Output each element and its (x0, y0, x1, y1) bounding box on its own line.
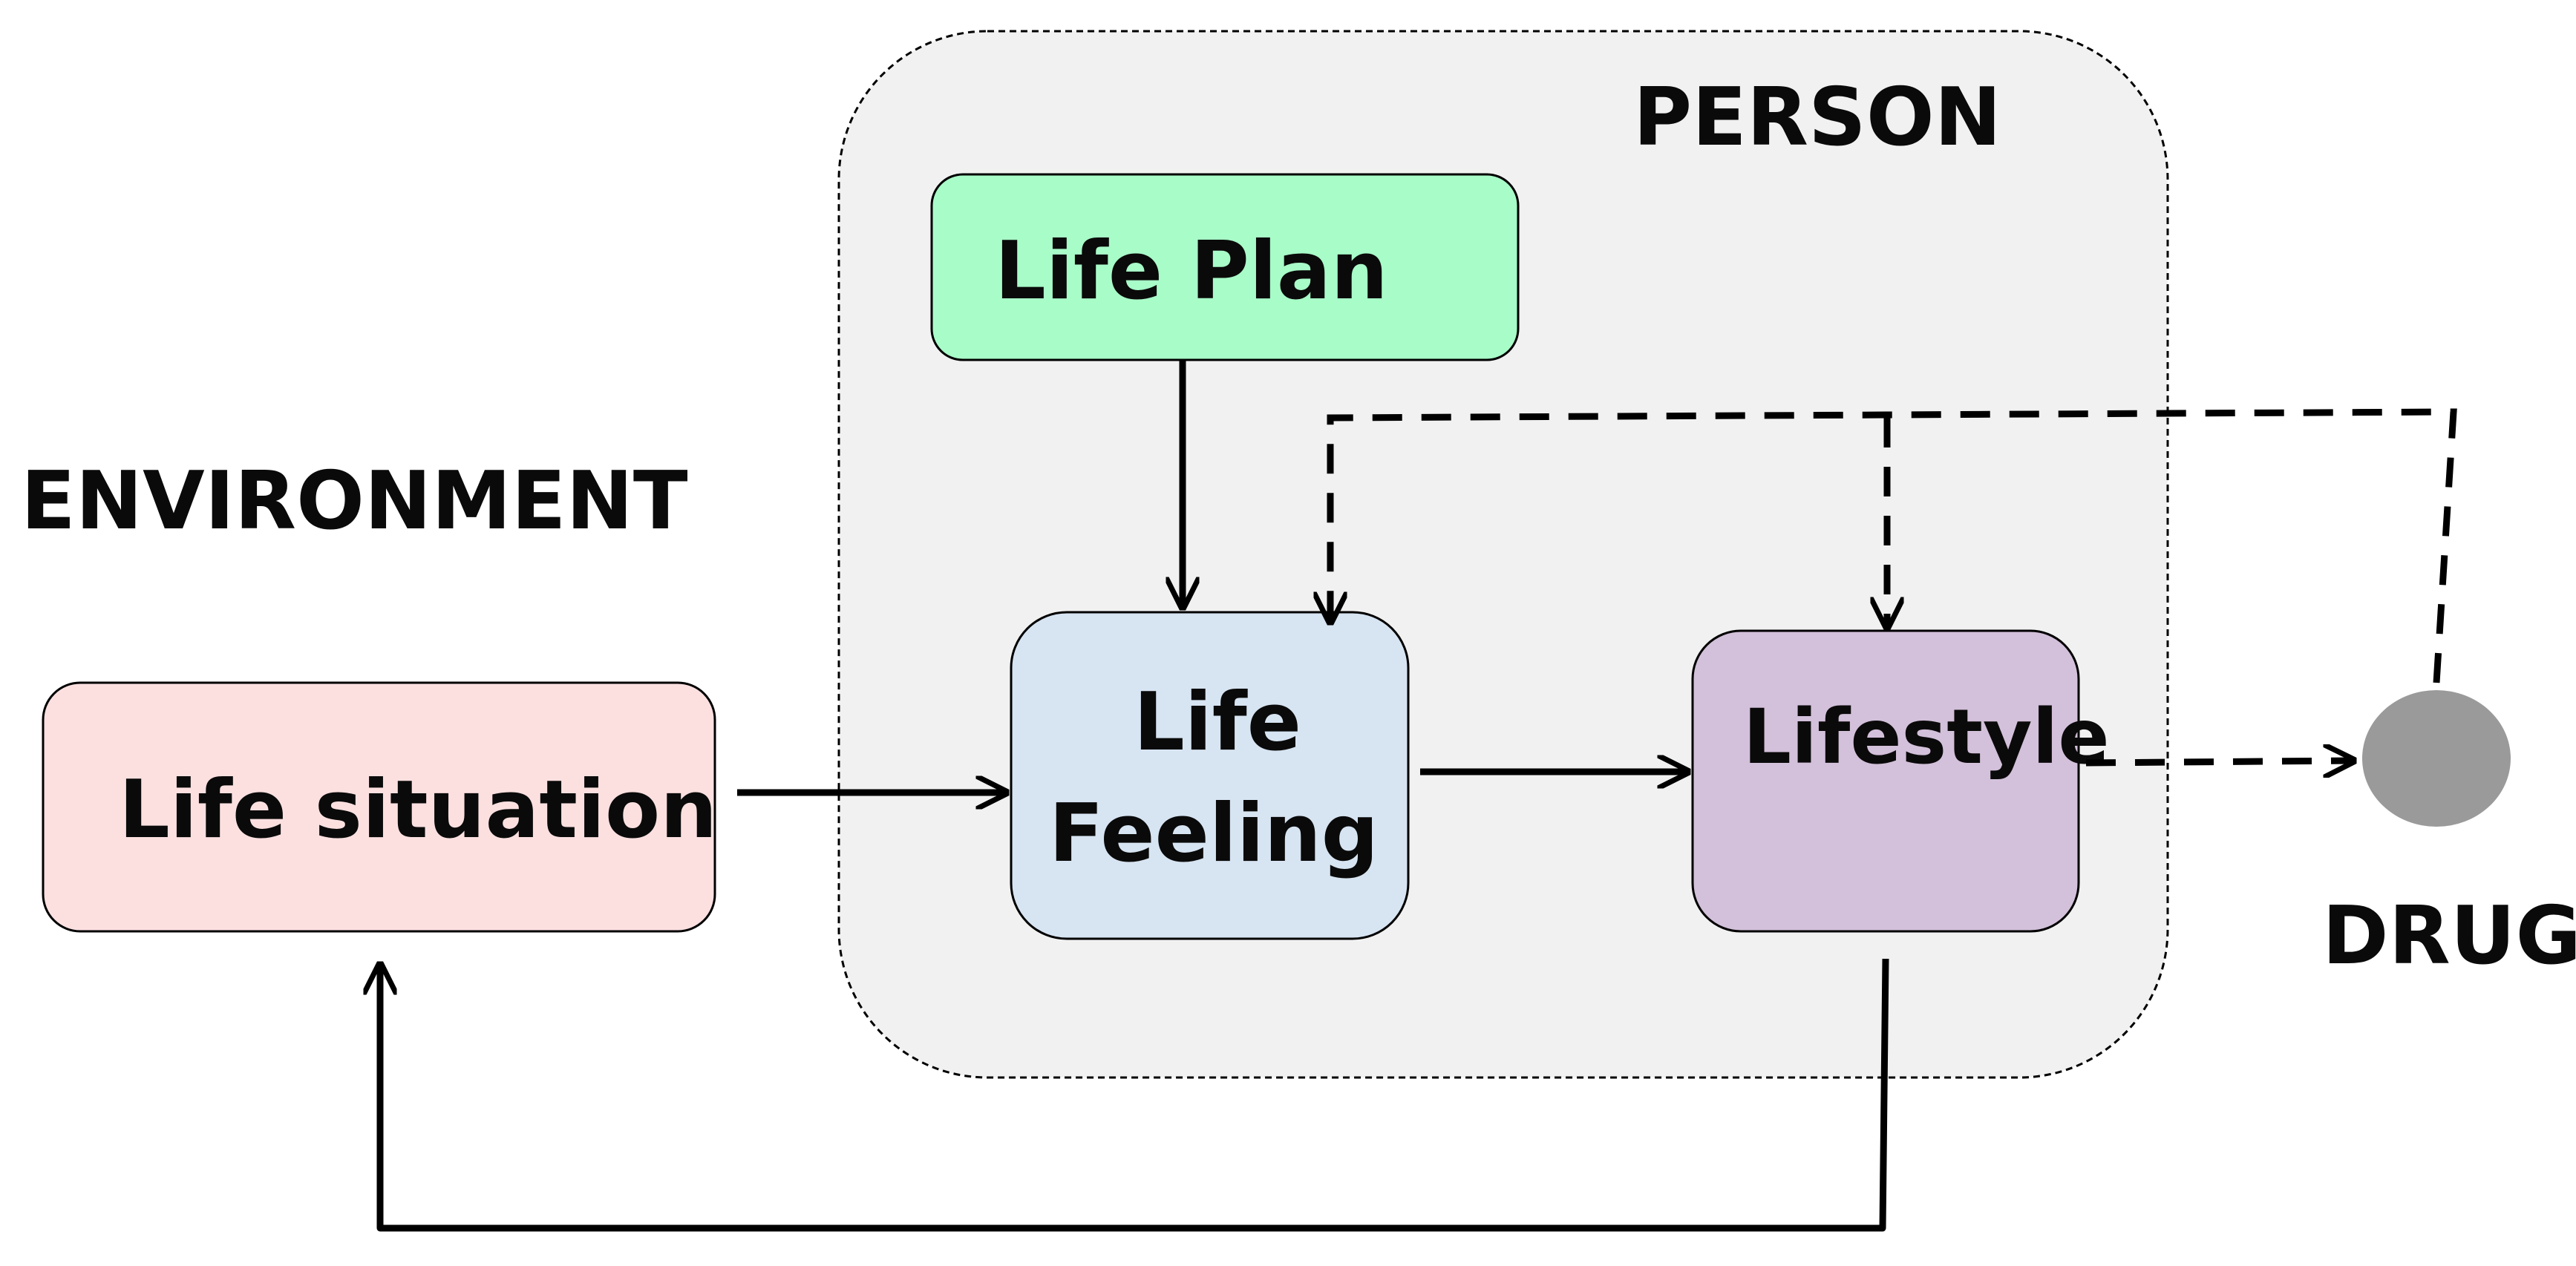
lifestyle-label: Lifestyle (1743, 693, 2110, 781)
person-label: PERSON (1633, 71, 2001, 164)
environment-label: ENVIRONMENT (21, 455, 688, 548)
drug-label: DRUG (2322, 890, 2576, 983)
dashed-arrow-lifestyle-to-drug (2085, 761, 2353, 763)
life-feeling-box (1010, 611, 1410, 940)
life-feeling-label-line2: Feeling (1049, 787, 1379, 880)
drug-circle (2362, 690, 2511, 827)
lifestyle-box (1691, 629, 2080, 933)
life-situation-box (42, 681, 716, 933)
dashed-arrow-drug-to-lifefeeling (1330, 408, 2457, 683)
life-feeling-label-line1: Life (1134, 676, 1301, 769)
life-plan-box (930, 173, 1520, 361)
life-situation-label: Life situation (119, 764, 717, 856)
arrow-lifestyle-to-lifesituation (380, 958, 1889, 1232)
life-plan-label: Life Plan (995, 225, 1388, 318)
